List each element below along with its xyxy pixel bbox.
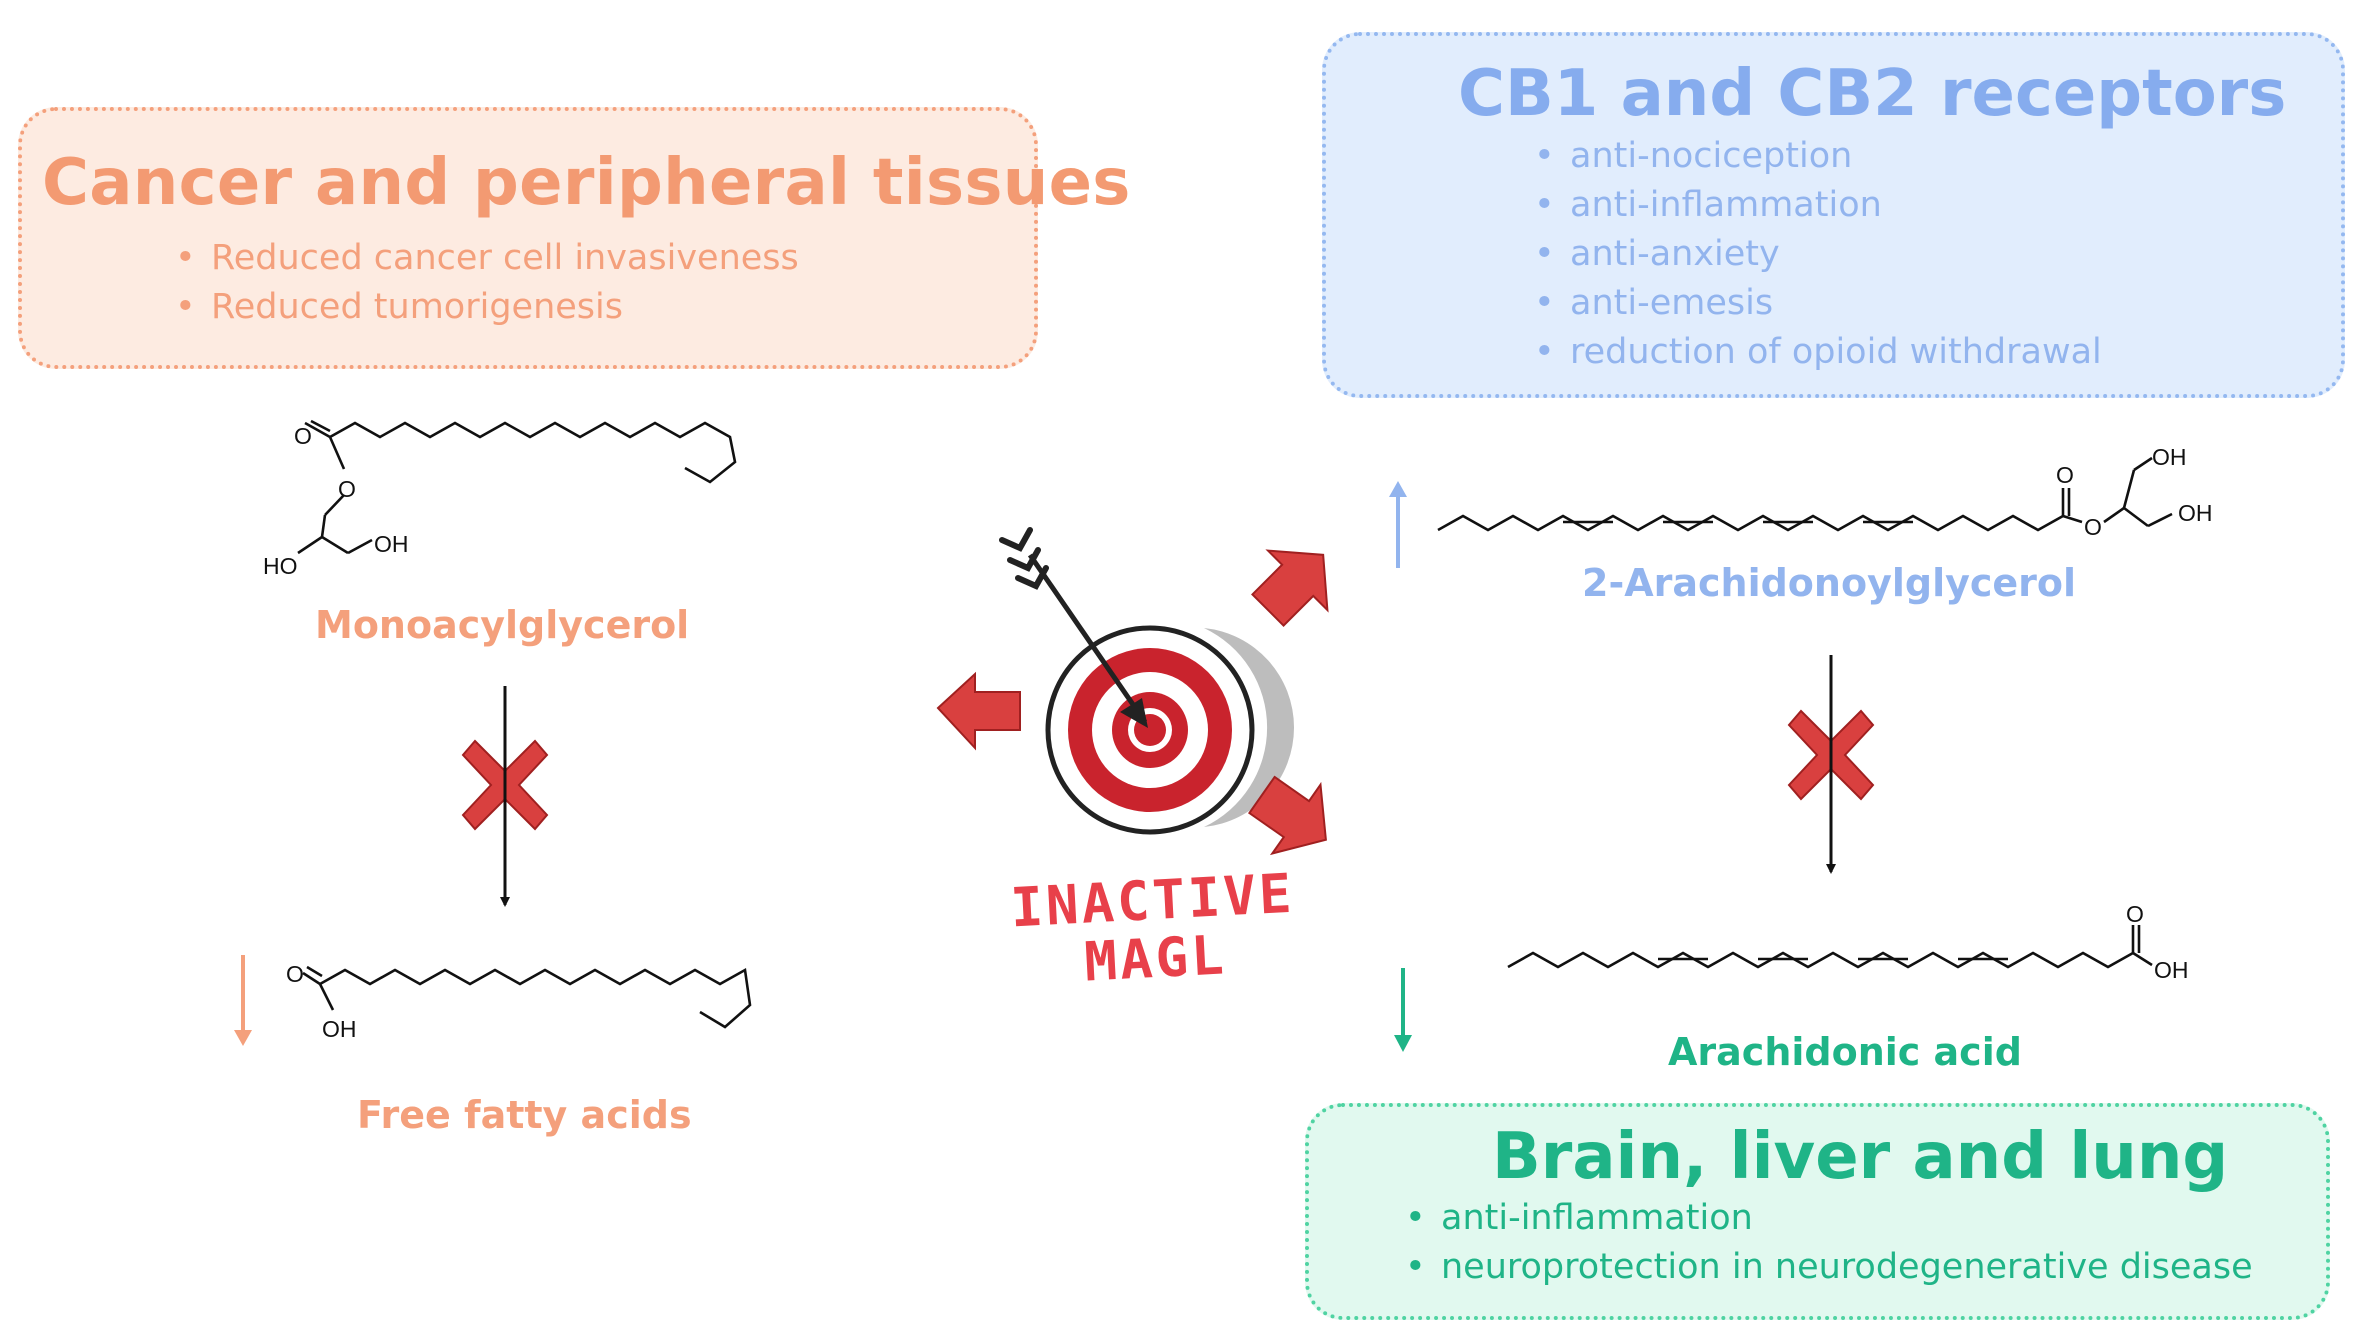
list-item: reduction of opioid withdrawal <box>1534 328 2102 377</box>
list-item: Reduced cancer cell invasiveness <box>175 234 799 283</box>
list-item: anti-emesis <box>1534 279 2102 328</box>
atom-label: HO <box>263 553 298 579</box>
cb-receptors-box: CB1 and CB2 receptors anti-nociception a… <box>1322 32 2345 398</box>
monoacylglycerol-structure <box>297 419 737 555</box>
atom-label: OH <box>2152 444 2187 470</box>
target-icon <box>1045 625 1295 835</box>
inactive-magl-label: INACTIVE MAGL <box>1001 862 1307 996</box>
atom-label: O <box>2084 514 2102 540</box>
monoacylglycerol-label: Monoacylglycerol <box>315 603 690 647</box>
direction-arrow-up-right <box>1251 549 1329 627</box>
cancer-peripheral-box: Cancer and peripheral tissues Reduced ca… <box>18 107 1130 369</box>
atom-label: O <box>2126 901 2144 927</box>
arachidonic-acid-label: Arachidonic acid <box>1668 1030 2022 1074</box>
trend-down-icon <box>1394 968 1412 1052</box>
cb-box-title: CB1 and CB2 receptors <box>1458 57 2287 131</box>
cb-box-list: anti-nociception anti-inflammation anti-… <box>1534 132 2102 377</box>
atom-label: O <box>286 961 304 987</box>
list-item: anti-nociception <box>1534 132 2102 181</box>
direction-arrow-down-right <box>1247 775 1327 856</box>
list-item: Reduced tumorigenesis <box>175 283 799 332</box>
free-fatty-acid-structure <box>302 965 752 1029</box>
brain-box-title: Brain, liver and lung <box>1492 1120 2229 1194</box>
list-item: anti-anxiety <box>1534 230 2102 279</box>
atom-label: O <box>294 423 312 449</box>
arachidonic-acid-structure <box>1507 925 2153 969</box>
atom-label: OH <box>322 1016 357 1042</box>
atom-label: OH <box>2178 500 2213 526</box>
trend-down-icon <box>234 955 252 1046</box>
atom-label: OH <box>2154 957 2189 983</box>
free-fatty-acids-label: Free fatty acids <box>357 1093 692 1137</box>
arrow-icon <box>999 527 1148 728</box>
brain-box-list: anti-inflammation neuroprotection in neu… <box>1405 1194 2253 1292</box>
atom-label: O <box>338 476 356 502</box>
brain-liver-lung-box: Brain, liver and lung anti-inflammation … <box>1305 1103 2330 1320</box>
cancer-box-list: Reduced cancer cell invasiveness Reduced… <box>175 234 799 332</box>
atom-label: O <box>2056 462 2074 488</box>
direction-arrow-left <box>936 671 1021 751</box>
list-item: anti-inflammation <box>1534 181 2102 230</box>
cancer-box-title: Cancer and peripheral tissues <box>42 146 1131 220</box>
two-ag-label: 2-Arachidonoylglycerol <box>1582 561 2077 605</box>
two-ag-structure <box>1437 456 2173 532</box>
list-item: anti-inflammation <box>1405 1194 2253 1243</box>
atom-label: OH <box>374 531 409 557</box>
list-item: neuroprotection in neurodegenerative dis… <box>1405 1243 2253 1292</box>
trend-up-icon <box>1389 481 1407 568</box>
